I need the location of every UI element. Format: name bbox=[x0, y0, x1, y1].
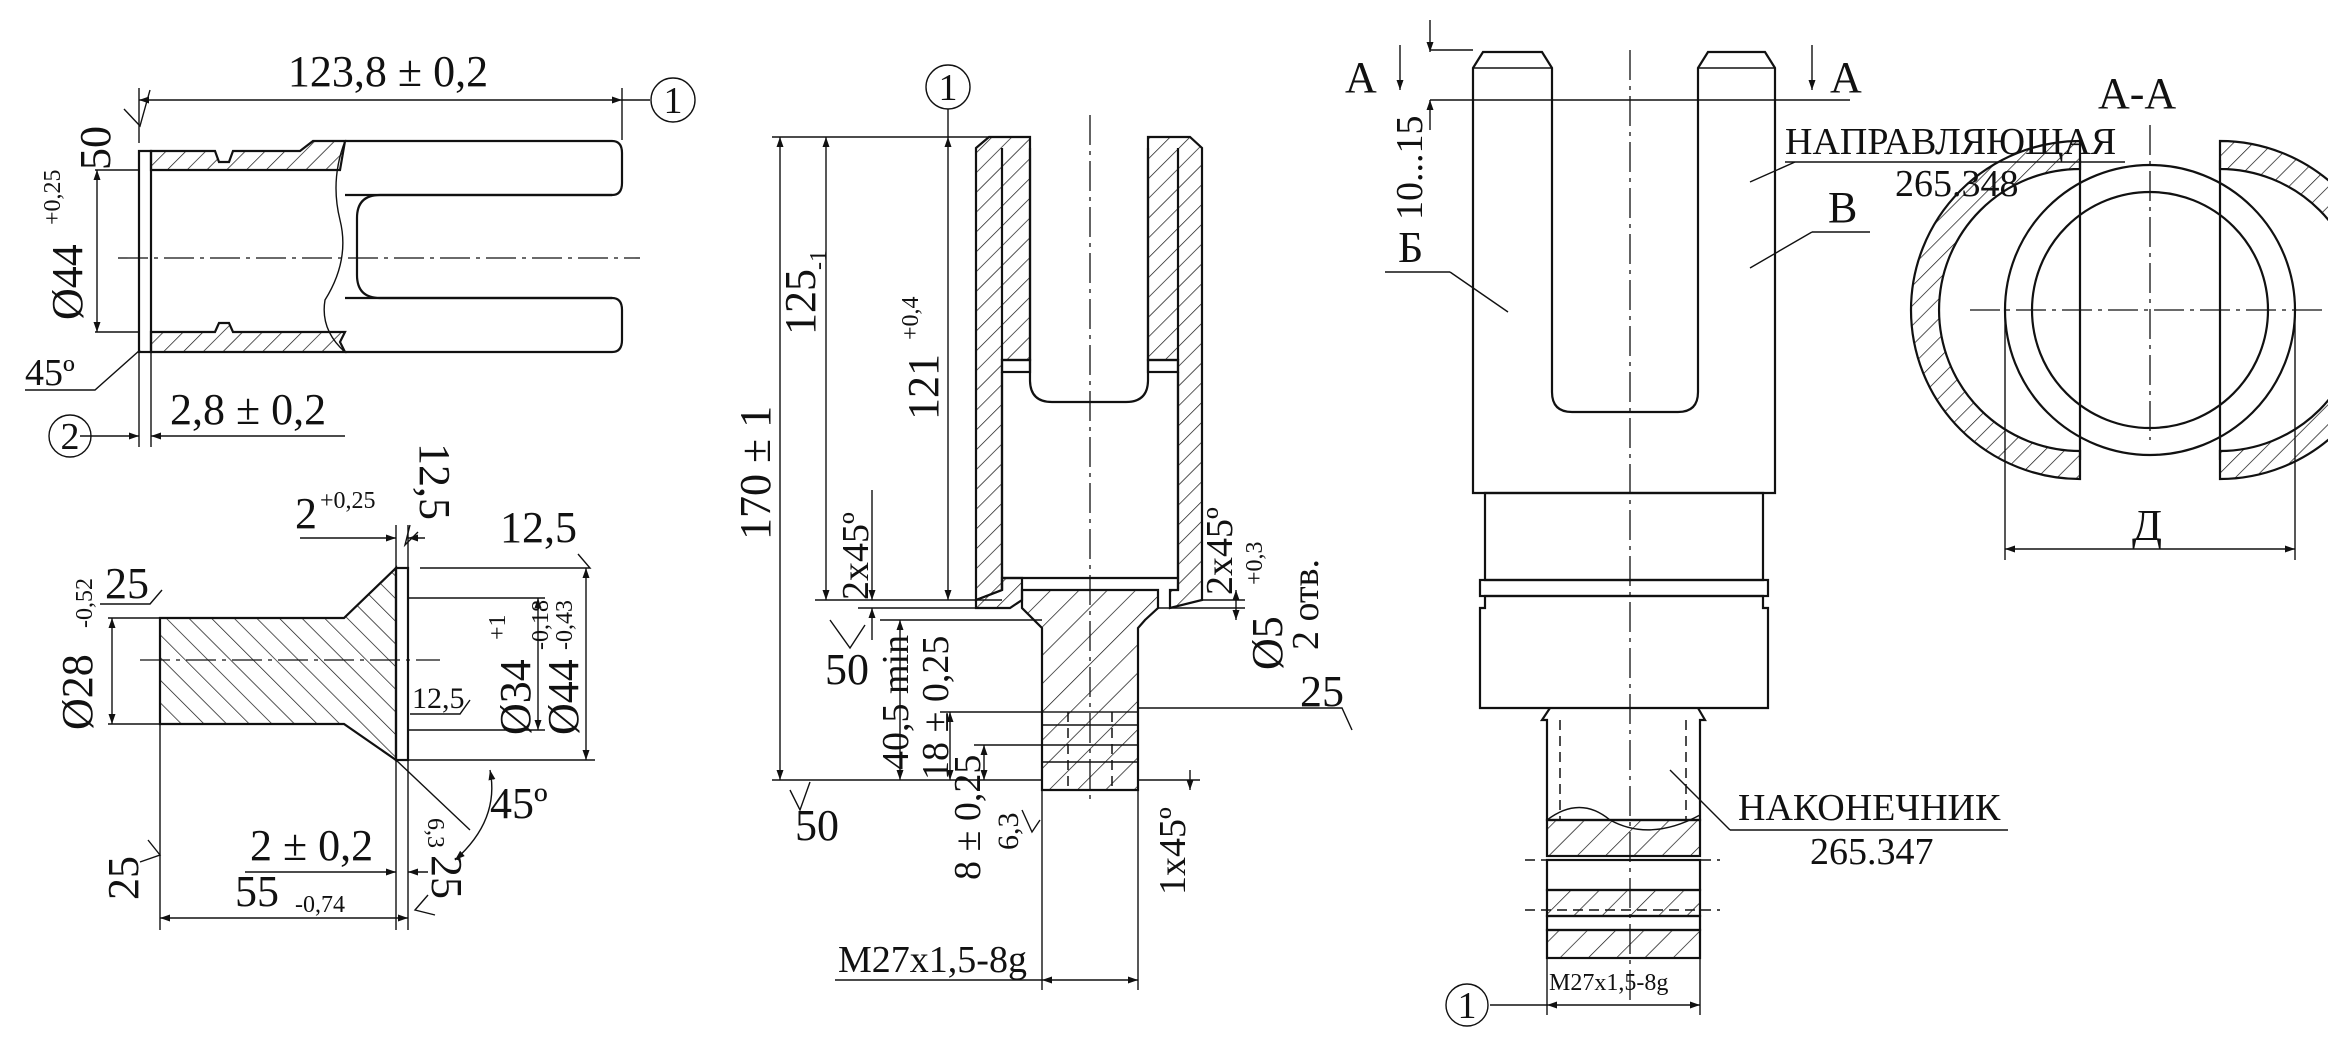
thread-callout-b: M27x1,5-8g bbox=[1549, 970, 1668, 996]
section-title: A-A bbox=[2098, 69, 2176, 118]
tip-section-a bbox=[1545, 818, 1702, 858]
ring-section-left bbox=[1909, 139, 2082, 481]
fork-lower bbox=[1478, 594, 1770, 710]
dim-len55: 55 bbox=[235, 867, 279, 916]
sleeve-fork-top bbox=[345, 139, 624, 197]
flange-body bbox=[158, 565, 398, 763]
sleeve-bottom-wall bbox=[149, 321, 347, 354]
dim-125: 125 bbox=[776, 269, 825, 335]
section-shank bbox=[1020, 588, 1160, 792]
dim-121-tol: +0,4 bbox=[898, 296, 924, 340]
section-slot bbox=[1028, 148, 1150, 404]
tip-section-c bbox=[1545, 928, 1702, 960]
dim-d44: Ø44 bbox=[539, 659, 588, 735]
figure-4-assembly: A A 10...15 НАПРАВЛЯЮЩАЯ 265.348 Б В НАК… bbox=[1345, 20, 2125, 1027]
flange-rim bbox=[394, 566, 410, 762]
rough-125b: 12,5 bbox=[500, 503, 577, 552]
datum-2-circle bbox=[48, 414, 92, 458]
rough-25-left: 25 bbox=[99, 856, 148, 900]
section-mark-a-right: A bbox=[1830, 53, 1862, 102]
fork-body bbox=[1471, 50, 1777, 495]
dim-d44-tol-dn: -0,43 bbox=[552, 600, 578, 650]
label-b: Б bbox=[1398, 223, 1423, 272]
dim-405: 40,5 min bbox=[875, 635, 917, 770]
section-thread bbox=[1041, 711, 1139, 791]
rough-125c: 12,5 bbox=[412, 682, 465, 715]
dim-d34-tol: +1 bbox=[485, 614, 511, 640]
chamfer-45: 45º bbox=[25, 352, 75, 394]
dim-dia: Ø44 bbox=[43, 244, 92, 320]
dim-d28: Ø28 bbox=[53, 654, 102, 730]
datum-1-label: 1 bbox=[664, 80, 683, 122]
dim-len2: 2 ± 0,2 bbox=[250, 821, 373, 870]
dim-groove: 2 bbox=[295, 489, 317, 538]
dim-8: 8 ± 0,25 bbox=[947, 755, 989, 880]
chamfer-left: 2x45º bbox=[835, 512, 877, 600]
angle-45: 45º bbox=[490, 779, 548, 828]
tip-body bbox=[1539, 707, 1707, 822]
dim-121: 121 bbox=[899, 354, 948, 420]
figure-3-section: 170 ± 1 125 -1 121 +0,4 1 2x45º 50 40,5 … bbox=[731, 64, 1353, 990]
datum-1b-label: 1 bbox=[939, 67, 958, 109]
datum-1c-circle bbox=[1445, 983, 1489, 1027]
dim-total: 170 ± 1 bbox=[731, 406, 780, 540]
rough-50a: 50 bbox=[825, 645, 869, 694]
datum-1c-label: 1 bbox=[1458, 985, 1477, 1027]
dim-d44-tol-up: -0,18 bbox=[528, 600, 554, 650]
dim-range: 10...15 bbox=[1389, 116, 1431, 221]
sleeve-top-wall bbox=[149, 139, 347, 172]
hole-count: 2 отв. bbox=[1285, 559, 1327, 650]
sleeve-fork-bottom bbox=[345, 296, 624, 354]
dim-d28-tol: -0,52 bbox=[72, 578, 98, 628]
ring-inner bbox=[2030, 190, 2270, 430]
sleeve-break-line bbox=[323, 140, 346, 353]
dim-step: 2,8 ± 0,2 bbox=[170, 385, 326, 434]
rough-63b: 6,3 bbox=[992, 813, 1025, 851]
label-tip-num: 265.347 bbox=[1810, 831, 1934, 873]
sleeve-rim bbox=[137, 149, 153, 354]
rough-25-bottom: 25 bbox=[422, 855, 471, 899]
label-v: В bbox=[1828, 183, 1857, 232]
dim-d34: Ø34 bbox=[491, 659, 540, 735]
rough-63: 6,3 bbox=[422, 818, 448, 848]
fork-collar bbox=[1478, 578, 1770, 598]
dim-length: 123,8 ± 0,2 bbox=[288, 47, 488, 96]
figure-5-section-aa: A-A Д bbox=[1909, 69, 2328, 560]
section-mark-a-left: A bbox=[1345, 53, 1377, 102]
chamfer-right: 2x45º bbox=[1199, 507, 1241, 595]
fork-neck bbox=[1483, 491, 1765, 582]
rough-25-top: 25 bbox=[105, 559, 149, 608]
dim-125-tol: -1 bbox=[806, 250, 832, 270]
section-pin-left bbox=[1000, 358, 1032, 374]
rough-50b: 50 bbox=[795, 801, 839, 850]
sleeve-fork-slot bbox=[355, 193, 612, 300]
ring-section-right bbox=[2218, 139, 2328, 481]
rough-50: 50 bbox=[71, 126, 120, 170]
hole-dia: Ø5 bbox=[1243, 616, 1292, 670]
label-tip: НАКОНЕЧНИК bbox=[1738, 787, 2001, 829]
figure-1-sleeve: 123,8 ± 0,2 1 50 Ø44 +0,25 45º 2,8 ± 0,2… bbox=[25, 47, 696, 458]
chamfer-1x45: 1x45º bbox=[1152, 807, 1194, 895]
datum-2-label: 2 bbox=[61, 416, 80, 458]
hole-dia-tol: +0,3 bbox=[1242, 541, 1268, 585]
section-pin-right bbox=[1146, 358, 1180, 374]
thread-callout: M27x1,5-8g bbox=[838, 939, 1027, 981]
dim-d: Д bbox=[2132, 501, 2162, 550]
datum-1-circle bbox=[650, 77, 696, 123]
dim-groove-tol: +0,25 bbox=[320, 488, 376, 514]
rough-125a: 12,5 bbox=[410, 443, 459, 520]
dim-dia-tol: +0,25 bbox=[40, 169, 66, 225]
dim-len55-tol: -0,74 bbox=[295, 892, 345, 918]
tip-section-b bbox=[1545, 888, 1702, 918]
figure-2-flange: Ø28 -0,52 25 2 +0,25 12,5 12,5 Ø34 +1 Ø4… bbox=[53, 443, 595, 930]
